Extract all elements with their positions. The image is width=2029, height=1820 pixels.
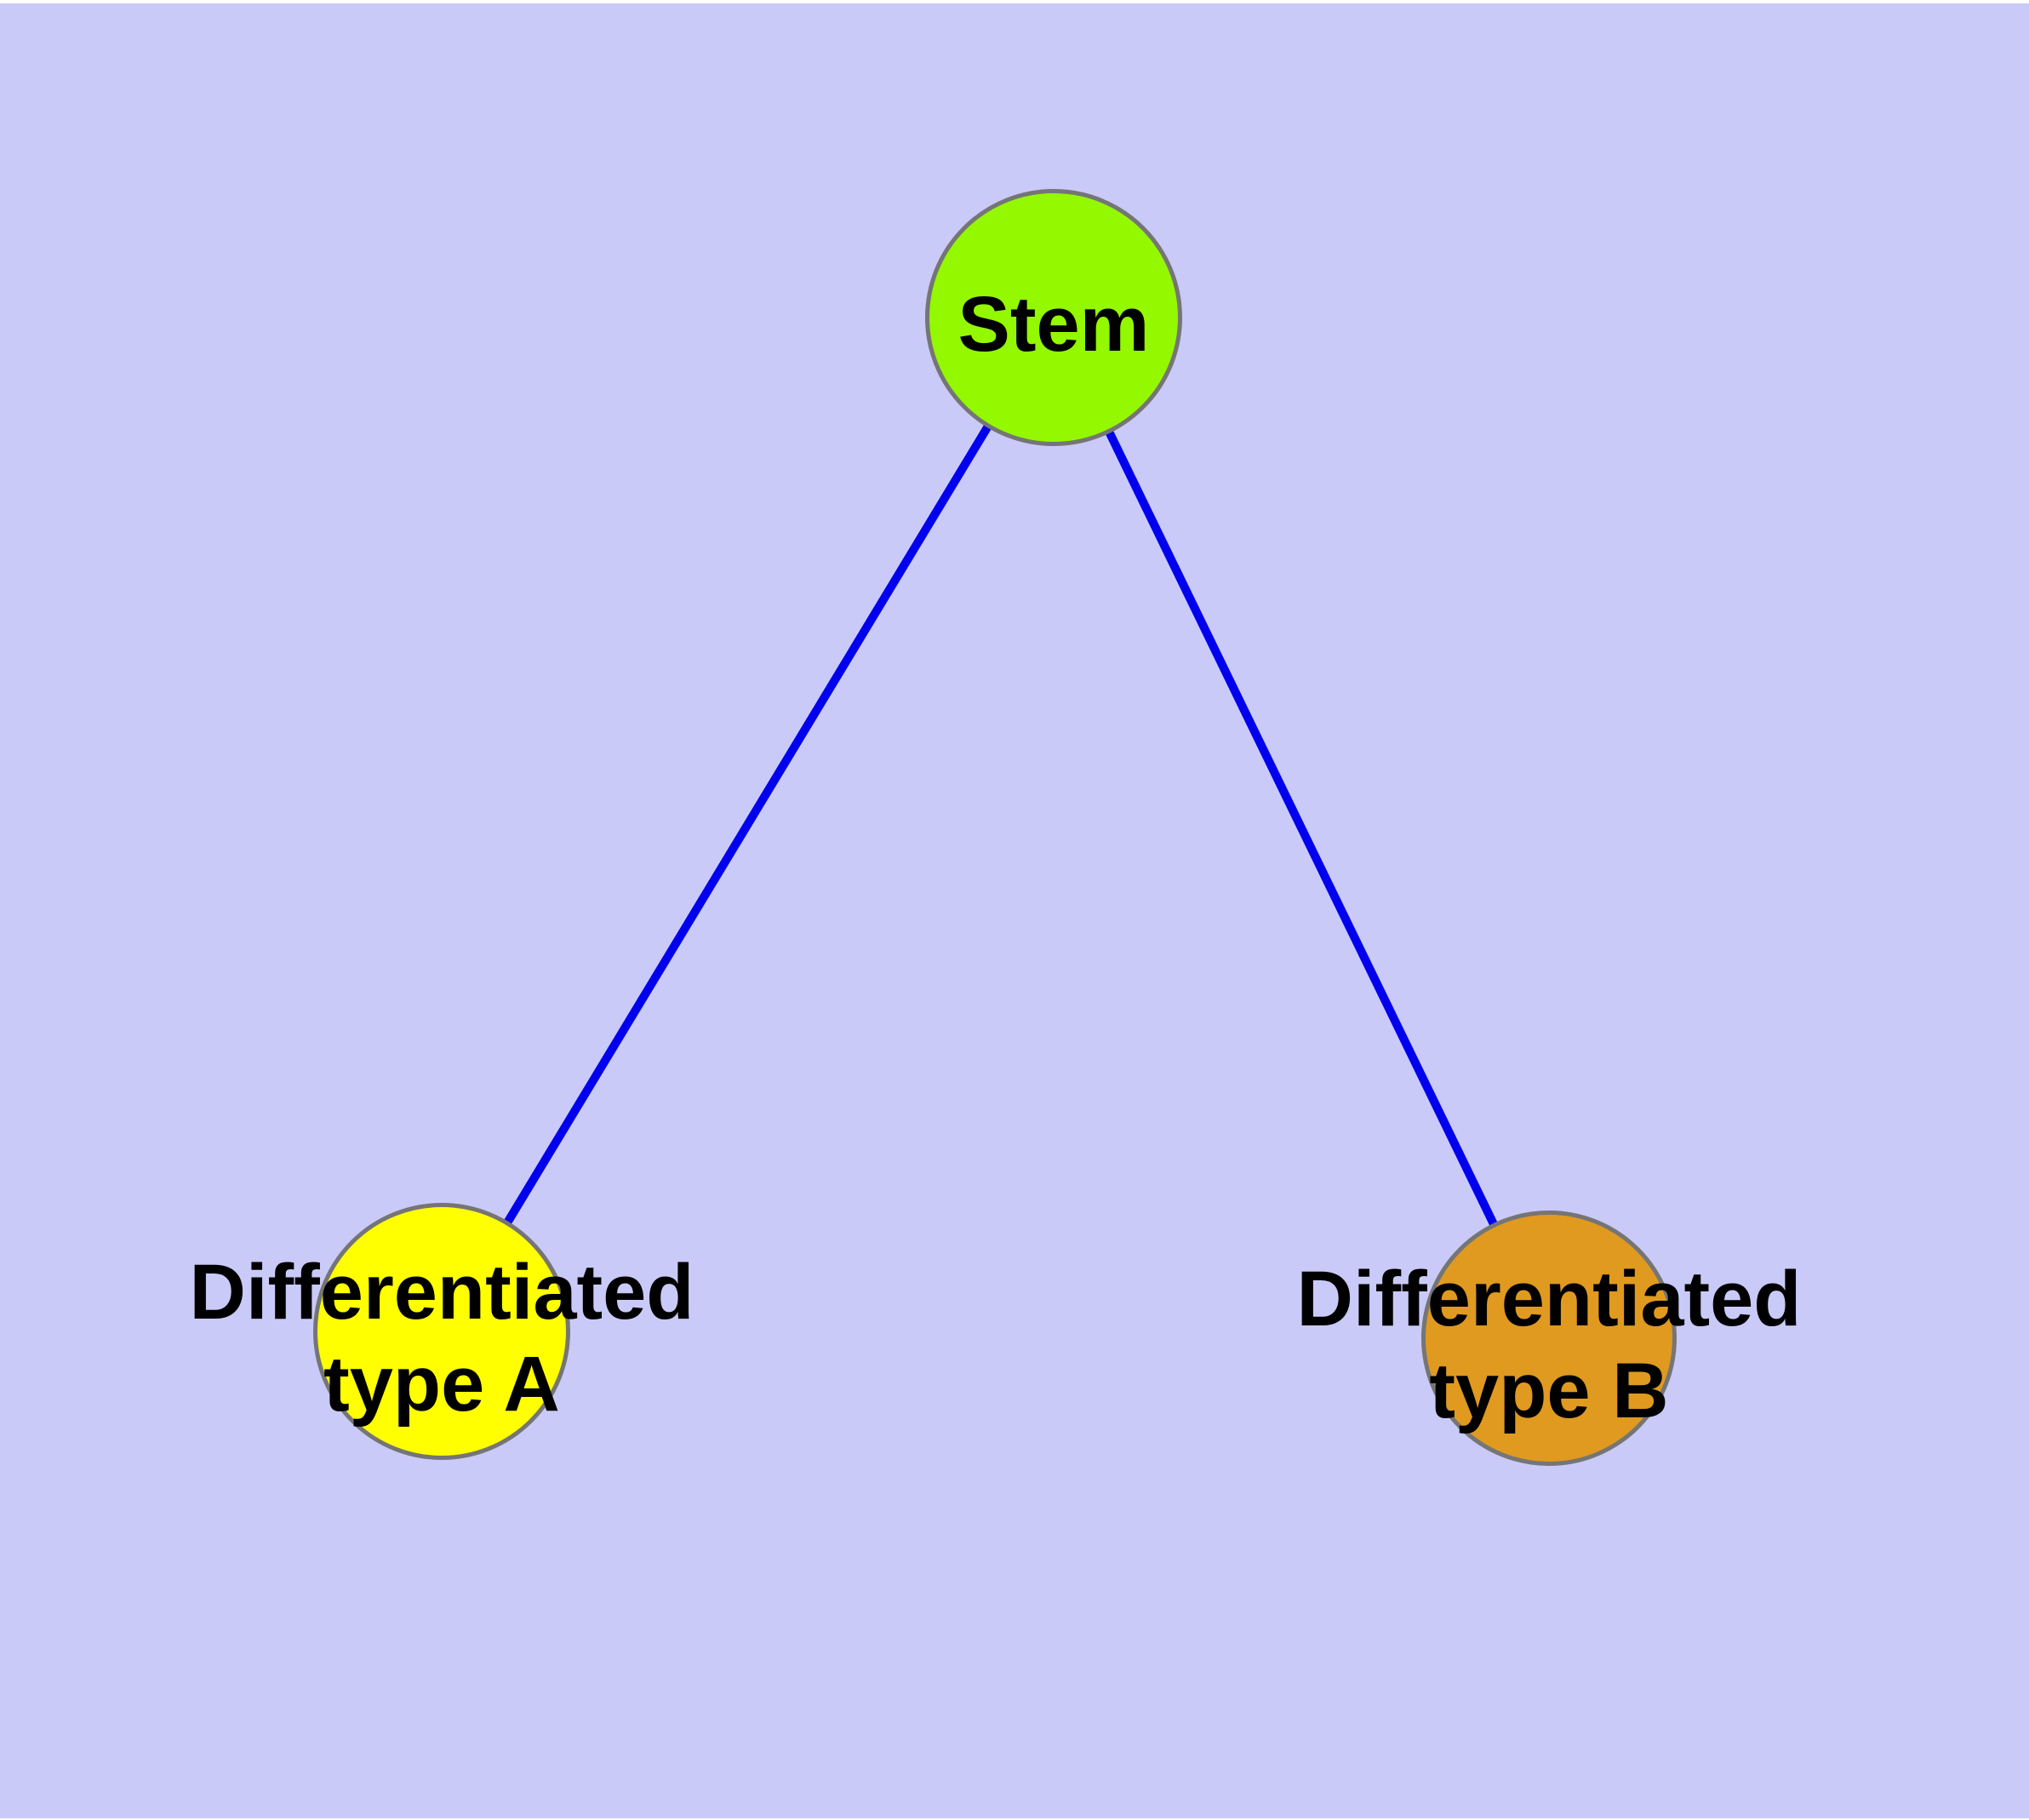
edge-stem-to-type-a — [437, 313, 1058, 1336]
label-line: type B — [1429, 1348, 1669, 1434]
edge-stem-to-type-b — [1049, 313, 1553, 1342]
node-stem-circle — [925, 189, 1182, 446]
node-stem-label: Stem — [958, 278, 1150, 370]
node-differentiated-type-b-circle — [1421, 1210, 1677, 1466]
node-differentiated-type-b-label: Differentiated type B — [1297, 1253, 1802, 1437]
node-differentiated-type-a-label: Differentiated type A — [190, 1246, 694, 1430]
label-line: Differentiated — [1296, 1256, 1802, 1342]
label-line: Stem — [957, 281, 1150, 368]
node-differentiated-type-a-circle — [313, 1203, 570, 1460]
label-line: Differentiated — [189, 1249, 694, 1336]
label-line: type A — [323, 1341, 560, 1428]
